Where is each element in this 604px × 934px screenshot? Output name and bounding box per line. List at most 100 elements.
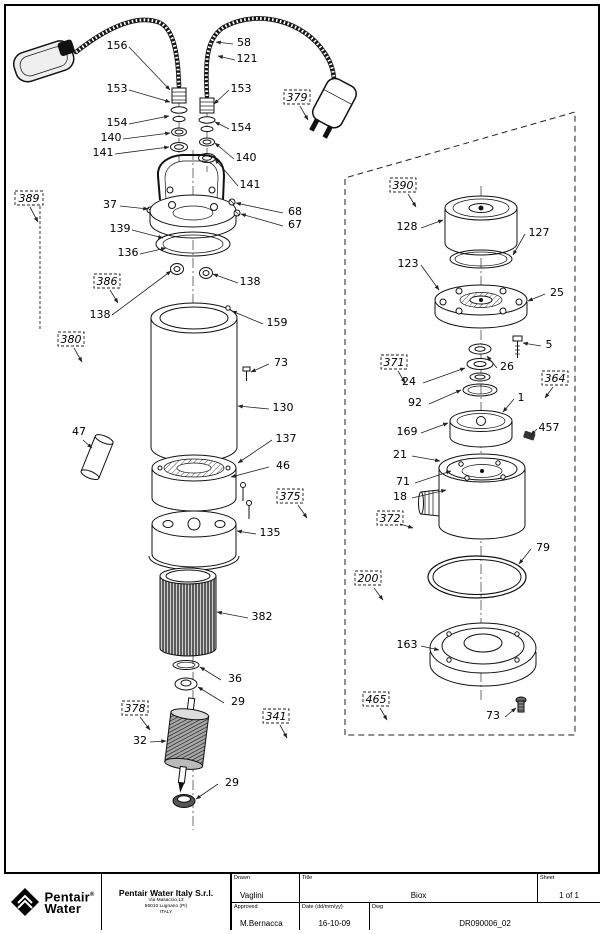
power-plug <box>309 77 357 139</box>
boxed-callout-386: 386 <box>93 273 121 289</box>
svg-text:380: 380 <box>61 333 82 346</box>
boxed-callout-380: 380 <box>57 331 85 347</box>
callout-153-r: 153 <box>231 82 252 95</box>
svg-text:341: 341 <box>266 710 287 723</box>
callout-128: 128 <box>397 220 418 233</box>
callout-79: 79 <box>536 541 550 554</box>
boxed-callout-389: 389 <box>14 190 44 206</box>
boxed-callout-378: 378 <box>121 700 149 716</box>
svg-text:389: 389 <box>19 192 40 205</box>
callout-121: 121 <box>237 52 258 65</box>
power-cable <box>203 16 337 99</box>
company-info: Pentair Water Italy S.r.l. Via Masaccio,… <box>102 874 231 930</box>
casing-bolt <box>242 366 251 381</box>
logo-wordmark: Pentair® Water <box>44 889 94 915</box>
o-ring-large <box>427 555 527 599</box>
callout-154-l: 154 <box>107 116 128 129</box>
top-cover <box>149 194 241 239</box>
bearing-stack <box>466 343 494 382</box>
callout-156: 156 <box>107 39 128 52</box>
date-value: 16-10-09 <box>318 919 351 928</box>
company-name: Pentair Water Italy S.r.l. <box>118 888 214 899</box>
rotor <box>164 697 210 793</box>
callout-136: 136 <box>118 246 139 259</box>
retainer-ring <box>462 383 498 397</box>
callout-68: 68 <box>288 205 302 218</box>
impeller <box>449 410 513 448</box>
cap-gasket <box>449 249 513 269</box>
callout-labels: 156 58 121 153 153 154 154 140 140 141 1… <box>72 36 564 789</box>
callout-29-d: 29 <box>225 776 239 789</box>
callout-32: 32 <box>133 734 147 747</box>
title-block: Pentair® Water Pentair Water Italy S.r.l… <box>4 872 600 930</box>
flange-bolt <box>512 335 523 358</box>
title-block-grid: Drawn Vaglini Title Biox Sheet 1 of 1 Ap… <box>231 874 600 930</box>
boxed-callout-341: 341 <box>262 708 290 724</box>
svg-text:390: 390 <box>393 179 414 192</box>
callout-92: 92 <box>408 396 422 409</box>
callout-24: 24 <box>402 375 416 388</box>
svg-text:371: 371 <box>384 356 405 369</box>
callout-71: 71 <box>396 475 410 488</box>
callout-141-r: 141 <box>240 178 261 191</box>
svg-text:375: 375 <box>280 490 301 503</box>
motor-cap <box>444 195 518 256</box>
boxed-callout-364: 364 <box>541 370 569 386</box>
callout-25: 25 <box>550 286 564 299</box>
pump-casing <box>148 510 240 571</box>
callout-154-r: 154 <box>231 121 252 134</box>
o-ring-small <box>172 660 200 670</box>
callout-130: 130 <box>273 401 294 414</box>
boxed-callout-375: 375 <box>276 488 304 504</box>
seal-rings <box>170 263 213 279</box>
approved-cell: Approved M.Bernacca <box>231 902 299 930</box>
dashed-enclosure <box>39 111 576 736</box>
svg-text:379: 379 <box>287 91 308 104</box>
approved-value: M.Bernacca <box>240 919 283 928</box>
callout-457: 457 <box>539 421 560 434</box>
callout-138-r: 138 <box>240 275 261 288</box>
callout-159: 159 <box>267 316 288 329</box>
date-cell: Date (dd/mm/yy) 16-10-09 <box>299 902 369 930</box>
svg-text:372: 372 <box>380 512 401 525</box>
bearing-flange <box>434 284 528 329</box>
boxed-callout-372: 372 <box>376 510 404 526</box>
callout-139: 139 <box>110 222 131 235</box>
callout-382: 382 <box>252 610 273 623</box>
registered-mark: ® <box>89 891 95 898</box>
outlet-port <box>418 489 440 517</box>
boxed-callout-465: 465 <box>362 691 390 707</box>
svg-text:200: 200 <box>358 572 379 585</box>
callout-140-l: 140 <box>101 131 122 144</box>
callout-18: 18 <box>393 490 407 503</box>
callout-21: 21 <box>393 448 407 461</box>
bearing-lower <box>172 794 196 808</box>
sheet-cell: Sheet 1 of 1 <box>537 874 600 902</box>
dwg-label: Dwg <box>372 904 384 910</box>
hose <box>80 434 114 481</box>
sheet-value: 1 of 1 <box>558 891 579 900</box>
drawn-cell: Drawn Vaglini <box>231 874 299 902</box>
title-value: Biox <box>410 891 427 900</box>
company-logo: Pentair® Water <box>4 874 102 930</box>
callout-153-l: 153 <box>107 82 128 95</box>
svg-text:364: 364 <box>545 372 566 385</box>
float-switch <box>12 17 182 89</box>
seal-housing <box>151 454 252 519</box>
motor-casing <box>150 302 238 463</box>
callout-26: 26 <box>500 360 514 373</box>
callout-47: 47 <box>72 425 86 438</box>
callout-36: 36 <box>228 672 242 685</box>
callout-163: 163 <box>397 638 418 651</box>
svg-text:386: 386 <box>97 275 118 288</box>
boxed-callout-390: 390 <box>389 177 417 193</box>
callout-46: 46 <box>276 459 290 472</box>
callout-141-l: 141 <box>93 146 114 159</box>
logo-line1: Pentair <box>44 889 90 905</box>
drawn-label: Drawn <box>234 875 250 881</box>
callout-127: 127 <box>529 226 550 239</box>
title-label: Title <box>302 875 313 881</box>
sheet-label: Sheet <box>540 875 555 881</box>
dwg-cell: Dwg DR090006_02 <box>369 902 600 930</box>
